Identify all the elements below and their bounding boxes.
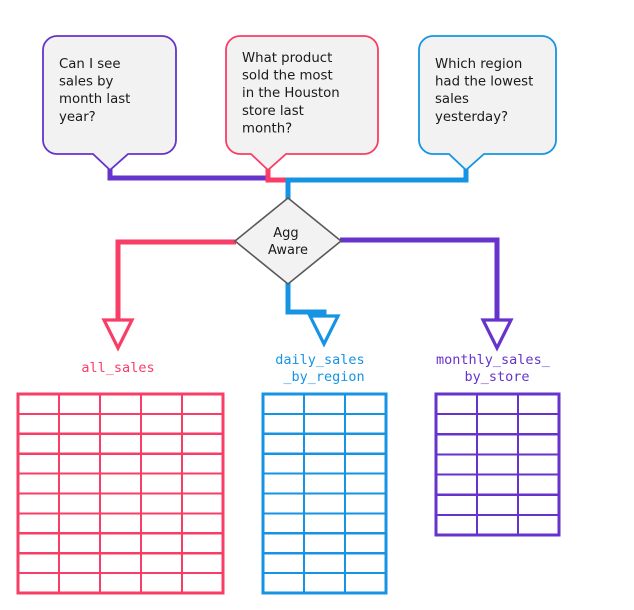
connector-pink-out	[101, 239, 236, 352]
question-bubble-houston-store[interactable]: What product sold the most in the Housto…	[225, 35, 379, 172]
table-grid-all-sales[interactable]	[16, 392, 225, 595]
question-bubble-lowest-region[interactable]: Which region had the lowest sales yester…	[418, 35, 571, 172]
table-label-daily-sales-by-region: daily_sales _by_region	[275, 352, 373, 385]
connector-purple-in	[107, 158, 270, 181]
connector-purple-out	[340, 237, 514, 352]
table-label-monthly-sales-by-store: monthly_sales_ by_store	[436, 352, 558, 385]
table-grid-daily-sales-by-region[interactable]	[261, 392, 388, 595]
question-text-1: What product sold the most in the Housto…	[242, 51, 378, 136]
question-bubble-month-last-year[interactable]: Can I see sales by month last year?	[42, 35, 177, 172]
table-outline	[434, 392, 561, 537]
connector-blue-out	[285, 278, 341, 348]
question-text-0: Can I see sales by month last year?	[59, 57, 168, 125]
table-label-all-sales: all_sales	[81, 360, 154, 376]
decision-node-agg-aware[interactable]: Agg Aware	[233, 196, 343, 286]
table-grid-monthly-sales-by-store[interactable]	[434, 392, 561, 537]
question-text-2: Which region had the lowest sales yester…	[435, 57, 571, 125]
decision-node-label: Agg Aware	[268, 226, 308, 258]
connector-blue-in	[285, 158, 469, 205]
